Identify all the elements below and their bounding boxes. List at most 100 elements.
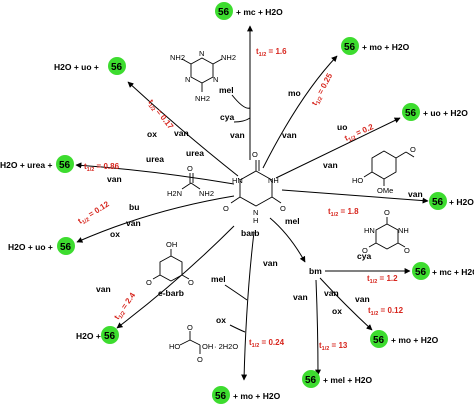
rate-upper-right: t1/2 = 0.25: [310, 71, 336, 108]
reagent-van-bmmo: van: [355, 294, 370, 304]
mel-nh2-left: NH2: [170, 53, 185, 62]
reagent-van-top: van: [230, 130, 245, 140]
cyanuric-structure: O O O HN NH: [362, 208, 410, 255]
product-bm-mel: + mel + H2O: [323, 375, 373, 385]
ebarb-o-right: O: [188, 278, 194, 287]
branch-upper-right: 56 + mo + H2O mo van t1/2 = 0.25: [262, 37, 410, 169]
reagent-uo: uo: [337, 122, 347, 132]
ebarb-oh: OH: [166, 240, 177, 249]
badge-bottom: [212, 386, 230, 404]
reagent-van-ll: van: [96, 284, 111, 294]
reagent-van-ruo: van: [323, 160, 338, 170]
oxalic-o-top: O: [187, 323, 193, 332]
reagent-ox-lbu: ox: [110, 229, 120, 239]
reagent-ox-bm: ox: [332, 306, 342, 316]
cya-o-top: O: [384, 208, 390, 217]
reagent-bu: bu: [129, 202, 139, 212]
badge-bottom-text: 56: [215, 391, 227, 402]
reagent-van-bmmel: van: [293, 292, 308, 302]
urea-o: O: [187, 164, 193, 173]
rate-left-urea: t1/2 = 0.86: [84, 162, 120, 173]
badge-bm-mo: [370, 330, 388, 348]
reagent-mo: mo: [288, 88, 301, 98]
reagent-urea-ul: urea: [186, 148, 204, 158]
badge-lower-left: [101, 326, 119, 344]
reagent-urea-l: urea: [146, 154, 164, 164]
badge-right-uo: [402, 103, 420, 121]
urea-structure: O H2N NH2: [167, 164, 214, 198]
reagent-bm: bm: [309, 266, 322, 276]
barb-n: N: [253, 208, 258, 217]
badge-top: [215, 2, 233, 20]
branch-bm: mel bm 56 + mc + H2O cya van t1/2 = 1.2 …: [269, 208, 474, 388]
product-lower-left: H2O +: [76, 331, 101, 341]
badge-right-uo-text: 56: [405, 108, 417, 119]
branch-bottom: 56 + mo + H2O mel ox van t1/2 = 0.24 HO …: [169, 231, 285, 404]
product-bm-cya: + mc + H2O: [432, 267, 474, 277]
barb-h: H: [253, 216, 258, 225]
reagent-van-lbu: van: [126, 218, 141, 228]
product-left-bu: H2O + uo +: [8, 242, 53, 252]
product-left-urea: H2O + urea +: [0, 160, 52, 170]
badge-right-h2o-text: 56: [432, 197, 444, 208]
reagent-van-ur: van: [282, 130, 297, 140]
reagent-cya-bm: cya: [357, 251, 371, 261]
oxalic-ho: HO: [169, 342, 180, 351]
reagent-van-ul: van: [174, 128, 189, 138]
barb-label: barb: [241, 228, 259, 238]
badge-bm-mel: [302, 370, 320, 388]
reagent-van-rh2o: van: [408, 189, 423, 199]
vanillin-ho: HO: [352, 176, 363, 185]
barb-o-right: O: [280, 204, 286, 213]
branch-left-urea: 56 H2O + urea + urea van t1/2 = 0.86 O H…: [0, 154, 235, 198]
branch-right-uo: 56 + uo + H2O uo van t1/2 = 0.2 O HO OMe: [275, 103, 468, 195]
ebarb-structure: OH O O: [146, 240, 194, 287]
badge-right-h2o: [429, 192, 447, 210]
barb-structure: O O O HN NH N H barb: [223, 150, 286, 238]
badge-left-bu-text: 56: [60, 242, 72, 253]
branch-right-h2o: 56 + H2O van t1/2 = 1.8: [281, 189, 474, 218]
branch-left-bu: 56 H2O + uo + bu van ox t1/2 = 0.12: [8, 195, 235, 255]
branch-lower-left: 56 H2O + van e-barb t1/2 = 2.4 OH O O: [76, 225, 235, 344]
rate-bm-mel: t1/2 = 13: [319, 341, 348, 352]
rate-bottom: t1/2 = 0.24: [249, 338, 285, 349]
badge-upper-right-text: 56: [344, 42, 356, 53]
mel-n-left: N: [185, 75, 190, 84]
rate-bm-cya: t1/2 = 1.2: [367, 274, 398, 285]
rate-top: t1/2 = 1.6: [256, 47, 287, 58]
reagent-mel-top: mel: [219, 85, 234, 95]
product-top: + mc + H2O: [236, 7, 283, 17]
ebarb-o-left: O: [146, 278, 152, 287]
badge-upper-right: [341, 37, 359, 55]
barb-hn: HN: [232, 176, 243, 185]
reagent-ox-bottom: ox: [216, 315, 226, 325]
barb-nh: NH: [268, 176, 279, 185]
product-upper-left: H2O + uo +: [54, 62, 99, 72]
rate-left-bu: t1/2 = 0.12: [76, 199, 112, 227]
badge-upper-left-text: 56: [111, 62, 123, 73]
vanillin-structure: O HO OMe: [352, 145, 416, 195]
urea-nh2: NH2: [199, 189, 214, 198]
badge-left-bu: [57, 237, 75, 255]
oxalic-hydrate: · 2H2O: [214, 342, 238, 351]
badge-bm-mo-text: 56: [373, 335, 385, 346]
barb-o-top: O: [252, 150, 258, 159]
mel-n-top: N: [199, 49, 204, 58]
rate-lower-left: t1/2 = 2.4: [112, 290, 139, 322]
rate-right-uo: t1/2 = 0.2: [343, 122, 376, 145]
reagent-mel-to-bm: mel: [285, 216, 300, 226]
mel-nh2-bottom: NH2: [195, 94, 210, 103]
badge-lower-left-text: 56: [104, 331, 116, 342]
reagent-ox-ul: ox: [147, 129, 157, 139]
rate-right-h2o: t1/2 = 1.8: [328, 207, 359, 218]
cya-hn: HN: [364, 226, 375, 235]
reagent-mel-bottom: mel: [211, 274, 226, 284]
reagent-van-lu: van: [107, 174, 122, 184]
product-upper-right: + mo + H2O: [362, 42, 410, 52]
reagent-van-bottom: van: [263, 258, 278, 268]
reagent-ebarb: e-barb: [158, 288, 184, 298]
reagent-cya-top: cya: [220, 112, 234, 122]
branch-top: 56 + mc + H2O t1/2 = 1.6 mel cya van NH2…: [170, 2, 287, 160]
barb-o-left: O: [223, 204, 229, 213]
